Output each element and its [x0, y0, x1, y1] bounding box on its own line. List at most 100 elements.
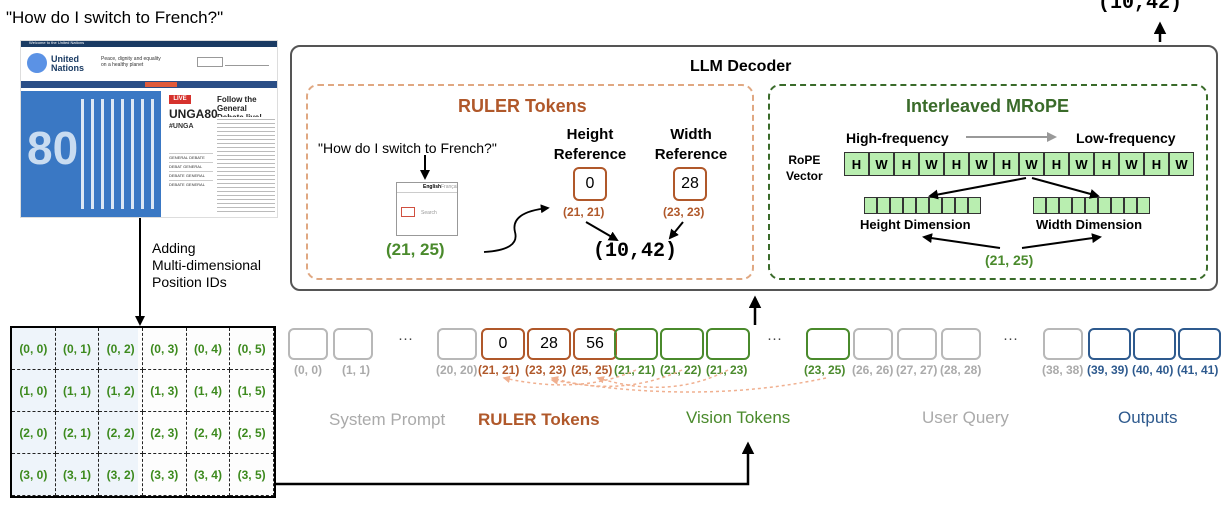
grid-cell: (0, 3): [142, 328, 187, 370]
token-position-label: (21, 23): [706, 363, 748, 377]
screenshot-hero-image: 80: [21, 91, 161, 217]
output-token: [1088, 328, 1131, 360]
grid-cell: (2, 5): [230, 412, 274, 454]
token-position-label: (38, 38): [1042, 363, 1084, 377]
query-token: [1043, 328, 1083, 360]
vision-token: [614, 328, 658, 360]
rope-cell: H: [994, 152, 1019, 176]
token-position-label: (25, 25): [571, 363, 613, 377]
dimension-cell: [890, 197, 903, 214]
output-token: [1133, 328, 1176, 360]
interleaved-mrope-panel: [768, 84, 1208, 280]
token-position-label: (1, 1): [342, 363, 371, 377]
token-position-label: (40, 40): [1132, 363, 1174, 377]
ruler-token: 28: [527, 328, 571, 360]
height-ref-position: (21, 21): [563, 205, 605, 219]
output-token: [1178, 328, 1221, 360]
ellipsis: ···: [398, 330, 413, 347]
width-dimension-label: Width Dimension: [1036, 217, 1143, 232]
grid-cell: (0, 5): [230, 328, 274, 370]
rope-cell: W: [1019, 152, 1044, 176]
rope-cell: W: [919, 152, 944, 176]
width-dimension-bar: [1033, 197, 1150, 214]
dimension-cell: [1072, 197, 1085, 214]
token-position-label: (20, 20): [436, 363, 478, 377]
vision-token: [706, 328, 750, 360]
dimension-cell: [1059, 197, 1072, 214]
ruler-tokens-label: RULER Tokens: [478, 410, 600, 429]
menu-item: GENERAL DEBATE: [169, 153, 213, 162]
grid-cell: (2, 3): [142, 412, 187, 454]
dimension-cell: [1137, 197, 1150, 214]
ruler-token: 0: [481, 328, 525, 360]
query-token: [897, 328, 937, 360]
dimension-cell: [1046, 197, 1059, 214]
mini-ui-crop: English Françai Search: [396, 182, 458, 236]
dimension-cell: [1033, 197, 1046, 214]
token-position-label: (21, 21): [478, 363, 520, 377]
dimension-cell: [877, 197, 890, 214]
system-token: [333, 328, 373, 360]
outputs-label: Outputs: [1118, 408, 1178, 427]
grid-cell: (1, 4): [186, 370, 231, 412]
dimension-cell: [1111, 197, 1124, 214]
system-token: [437, 328, 477, 360]
grid-cell: (0, 2): [99, 328, 143, 370]
grid-cell: (2, 0): [12, 412, 56, 454]
search-field: [197, 57, 223, 67]
menu-item: DEBATE GENERAL: [169, 180, 213, 189]
ellipsis: ···: [1003, 330, 1018, 347]
dimension-cell: [1085, 197, 1098, 214]
ruler-title: RULER Tokens: [458, 96, 587, 116]
rope-cell: H: [894, 152, 919, 176]
vision-token: [806, 328, 850, 360]
article-text: [217, 117, 275, 213]
grid-cell: (3, 5): [230, 454, 274, 496]
rope-cell: H: [844, 152, 869, 176]
system-prompt-label: System Prompt: [329, 410, 446, 429]
grid-cell: (3, 4): [186, 454, 231, 496]
rope-cell: H: [944, 152, 969, 176]
grid-cell: (3, 0): [12, 454, 56, 496]
system-token: [288, 328, 328, 360]
vision-tokens-label: Vision Tokens: [686, 408, 791, 427]
unga-hashtag: #UNGA: [169, 123, 194, 130]
grid-cell: (3, 3): [142, 454, 187, 496]
height-dimension-bar: [864, 197, 981, 214]
menu-item: DEBAT GENERAL: [169, 162, 213, 171]
rope-cell: H: [1094, 152, 1119, 176]
rope-cell: W: [1169, 152, 1194, 176]
width-ref-position: (23, 23): [663, 205, 705, 219]
dimension-cell: [916, 197, 929, 214]
search-input: [225, 57, 269, 66]
token-position-label: (27, 27): [896, 363, 938, 377]
decoder-title: LLM Decoder: [690, 58, 792, 75]
grid-cell: (1, 3): [142, 370, 187, 412]
ruler-token: 56: [573, 328, 617, 360]
rope-cell: W: [1069, 152, 1094, 176]
top-output-coordinate: (10,42): [1098, 0, 1183, 15]
screenshot-topbar: Welcome to the United Nations: [21, 41, 277, 47]
high-frequency-label: High-frequency: [846, 130, 949, 146]
token-position-label: (21, 22): [660, 363, 702, 377]
un-tagline: Peace, dignity and equality on a healthy…: [101, 56, 161, 68]
unga-title: UNGA80: [169, 107, 218, 121]
token-position-label: (41, 41): [1177, 363, 1219, 377]
ruler-tokens-panel: [306, 84, 754, 280]
rope-cell: W: [1119, 152, 1144, 176]
ruler-output: (10,42): [593, 240, 678, 263]
patch-position: (21, 25): [386, 240, 445, 259]
query-token: [941, 328, 981, 360]
query-token: [853, 328, 893, 360]
grid-to-vision-arrow: [274, 441, 755, 486]
low-frequency-label: Low-frequency: [1076, 130, 1176, 146]
dimension-cell: [903, 197, 916, 214]
grid-cell: (2, 1): [55, 412, 100, 454]
